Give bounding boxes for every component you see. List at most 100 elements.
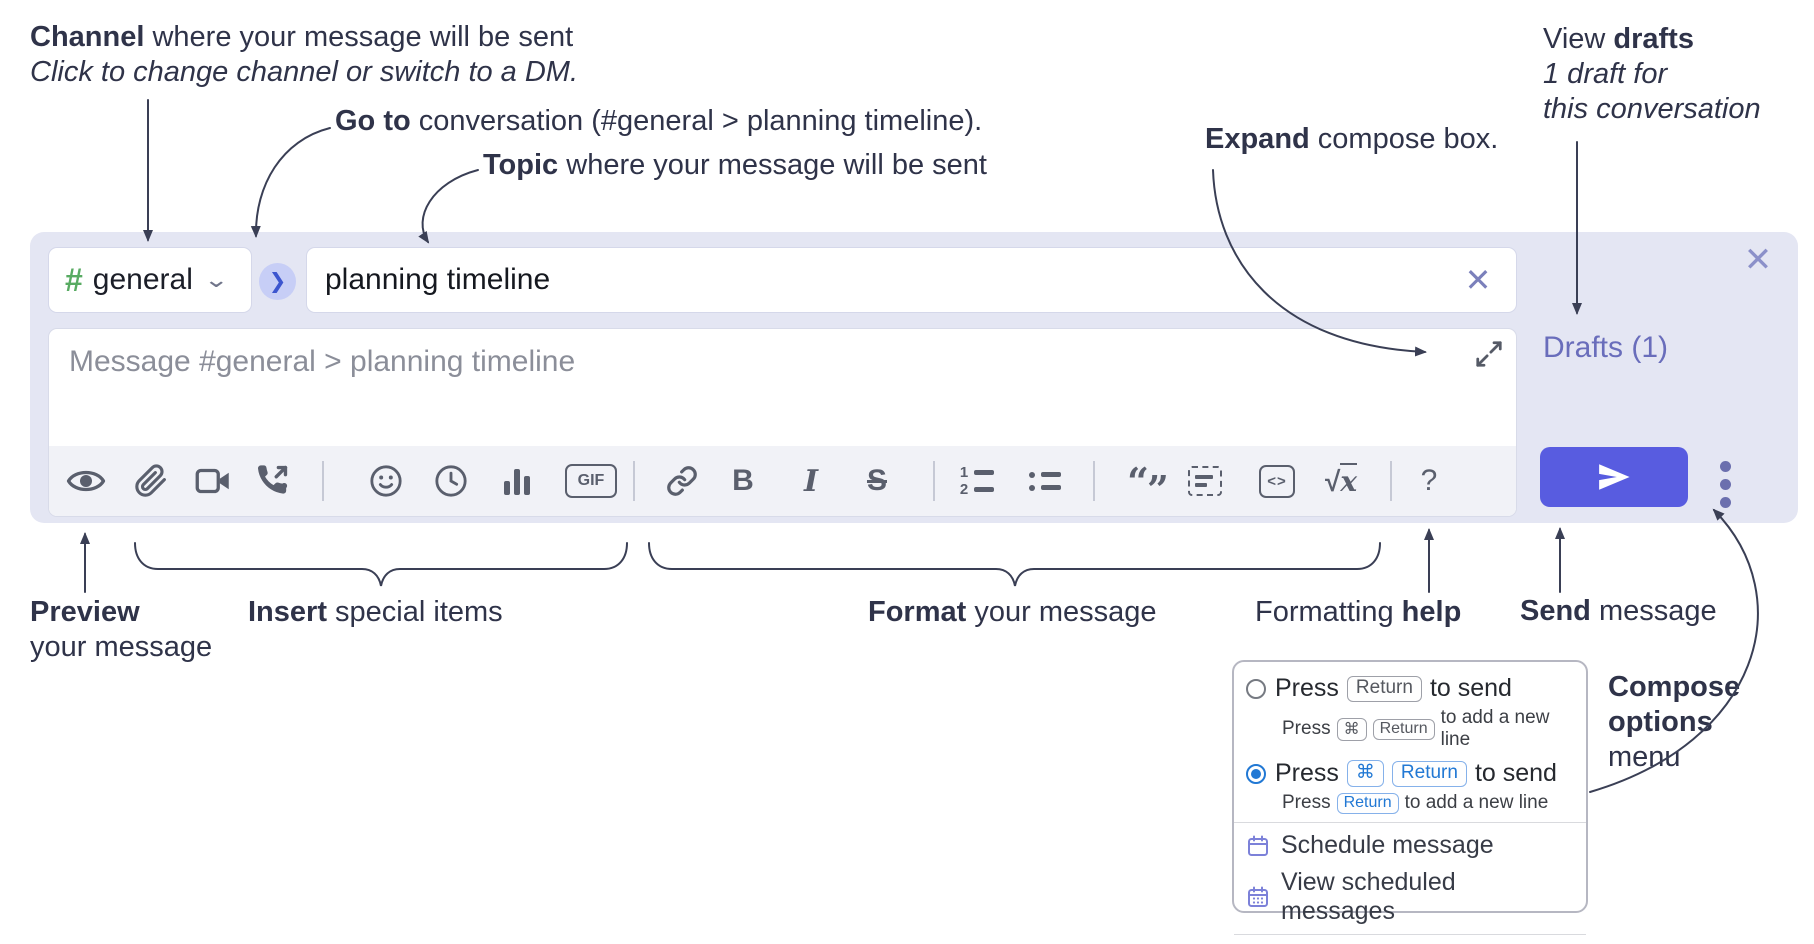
cmd-key: ⌘ — [1346, 760, 1384, 787]
topic-input[interactable]: planning timeline ✕ — [306, 247, 1517, 313]
channel-annotation-rest: where your message will be sent — [144, 21, 574, 53]
return-key: Return — [1336, 792, 1399, 814]
goto-annotation: Go to conversation (#general > planning … — [335, 104, 982, 139]
schedule-message-item[interactable]: Schedule message — [1246, 831, 1574, 860]
toolbar-divider — [1390, 461, 1392, 501]
compose-options-line1: Compose — [1608, 671, 1741, 703]
channel-selector[interactable]: # general ⌄ — [48, 247, 252, 313]
goto-arrow — [250, 127, 331, 238]
enter-sends-subtext: Press ⌘ Return to add a new line — [1282, 707, 1550, 750]
close-compose-icon[interactable]: ✕ — [1743, 241, 1773, 279]
channel-annotation-bold: Channel — [30, 21, 145, 53]
send-annotation-rest: message — [1590, 595, 1717, 627]
cmd-enter-sends-option[interactable]: Press ⌘ Return to send — [1246, 759, 1574, 788]
compose-options-menu-icon[interactable] — [1705, 456, 1745, 512]
goto-annotation-bold: Go to — [335, 105, 411, 137]
return-key: Return — [1391, 760, 1467, 787]
expand-annotation-rest: compose box. — [1309, 123, 1499, 155]
expand-annotation: Expand compose box. — [1205, 122, 1498, 157]
send-plane-icon — [1599, 464, 1630, 490]
insert-annotation-rest: special items — [326, 596, 503, 628]
channel-annotation: Channel where your message will be sent … — [30, 20, 578, 90]
formatting-help-icon[interactable]: ? — [1420, 464, 1438, 497]
compose-options-line3: menu — [1608, 741, 1681, 773]
spoiler-icon[interactable] — [1183, 459, 1227, 503]
hash-icon: # — [65, 261, 83, 298]
topic-annotation: Topic where your message will be sent — [483, 148, 987, 183]
insert-brace — [134, 542, 628, 587]
strikethrough-icon[interactable]: S — [866, 464, 887, 497]
math-icon[interactable]: √x — [1324, 462, 1358, 498]
bulleted-list-icon[interactable] — [1023, 459, 1067, 503]
view-drafts-line3: this conversation — [1543, 93, 1761, 125]
return-key: Return — [1372, 718, 1435, 740]
clear-topic-icon[interactable]: ✕ — [1464, 262, 1492, 298]
format-brace — [648, 542, 1381, 587]
insert-annotation-bold: Insert — [248, 596, 327, 628]
schedule-clock-icon[interactable] — [429, 459, 473, 503]
format-annotation-rest: your message — [966, 596, 1157, 628]
send-annotation-bold: Send — [1520, 595, 1591, 627]
drafts-link[interactable]: Drafts (1) — [1543, 331, 1669, 364]
view-drafts-annotation: View drafts 1 draft for this conversatio… — [1543, 22, 1761, 127]
preview-eye-icon[interactable] — [64, 459, 108, 503]
view-drafts-pre: View — [1543, 23, 1614, 55]
menu-divider — [1234, 934, 1586, 935]
insert-annotation: Insert special items — [248, 595, 503, 630]
emoji-icon[interactable] — [364, 459, 408, 503]
radio-unselected-icon[interactable] — [1246, 678, 1266, 699]
toolbar-divider — [933, 461, 935, 501]
send-button[interactable] — [1540, 447, 1688, 507]
cmd-key: ⌘ — [1336, 717, 1367, 741]
view-scheduled-messages-item[interactable]: View scheduled messages — [1246, 868, 1574, 926]
preview-annotation: Preview your message — [30, 595, 212, 665]
toolbar-divider — [1093, 461, 1095, 501]
compose-options-annotation: Compose options menu — [1608, 670, 1740, 775]
preview-annotation-line2: your message — [30, 631, 213, 663]
attach-file-icon[interactable] — [129, 459, 173, 503]
topic-annotation-rest: where your message will be sent — [558, 149, 987, 181]
gif-icon[interactable]: GIF — [565, 459, 617, 503]
numbered-list-icon[interactable]: 1 2 — [955, 459, 999, 503]
return-key: Return — [1346, 675, 1422, 702]
code-icon[interactable]: <> — [1255, 459, 1299, 503]
calendar-icon — [1248, 835, 1268, 856]
expand-compose-icon[interactable] — [1474, 339, 1504, 369]
audio-call-icon[interactable] — [250, 459, 294, 503]
menu-divider — [1234, 822, 1586, 823]
view-drafts-bold: drafts — [1613, 23, 1694, 55]
channel-name: general — [92, 263, 193, 296]
view-drafts-line2: 1 draft for — [1543, 58, 1668, 90]
topic-annotation-bold: Topic — [483, 149, 559, 181]
italic-icon[interactable]: I — [803, 463, 819, 499]
radio-selected-icon[interactable] — [1246, 763, 1266, 784]
compose-toolbar: GIF B I S — [49, 446, 1516, 516]
goto-annotation-rest: conversation (#general > planning timeli… — [410, 105, 983, 137]
toolbar-divider — [322, 461, 324, 501]
message-box[interactable]: Message #general > planning timeline — [48, 328, 1517, 517]
go-to-conversation-button[interactable]: ❯ — [259, 263, 296, 300]
format-annotation: Format your message — [868, 595, 1157, 630]
compose-options-menu: Press Return to send Press ⌘ Return to a… — [1232, 660, 1588, 944]
poll-chart-icon[interactable] — [495, 459, 539, 503]
quote-icon[interactable]: “” — [1127, 458, 1169, 512]
enter-sends-option[interactable]: Press Return to send — [1246, 674, 1574, 703]
preview-annotation-bold: Preview — [30, 596, 140, 628]
calendar-grid-icon — [1248, 886, 1268, 907]
cmd-enter-sends-subtext: Press Return to add a new line — [1282, 792, 1549, 814]
channel-annotation-line2: Click to change channel or switch to a D… — [30, 56, 579, 88]
help-annotation: Formatting help — [1255, 595, 1461, 630]
compose-box: ✕ # general ⌄ ❯ planning timeline ✕ Mess… — [30, 232, 1798, 523]
help-annotation-pre: Formatting — [1255, 596, 1402, 628]
chevron-down-icon: ⌄ — [203, 267, 229, 292]
message-placeholder: Message #general > planning timeline — [69, 345, 576, 378]
topic-value: planning timeline — [325, 263, 551, 296]
chevron-right-icon: ❯ — [268, 270, 287, 293]
expand-annotation-bold: Expand — [1205, 123, 1310, 155]
link-icon[interactable] — [660, 459, 704, 503]
compose-options-line2: options — [1608, 706, 1713, 738]
send-annotation: Send message — [1520, 594, 1717, 629]
bold-icon[interactable]: B — [732, 464, 754, 497]
video-call-icon[interactable] — [191, 459, 235, 503]
